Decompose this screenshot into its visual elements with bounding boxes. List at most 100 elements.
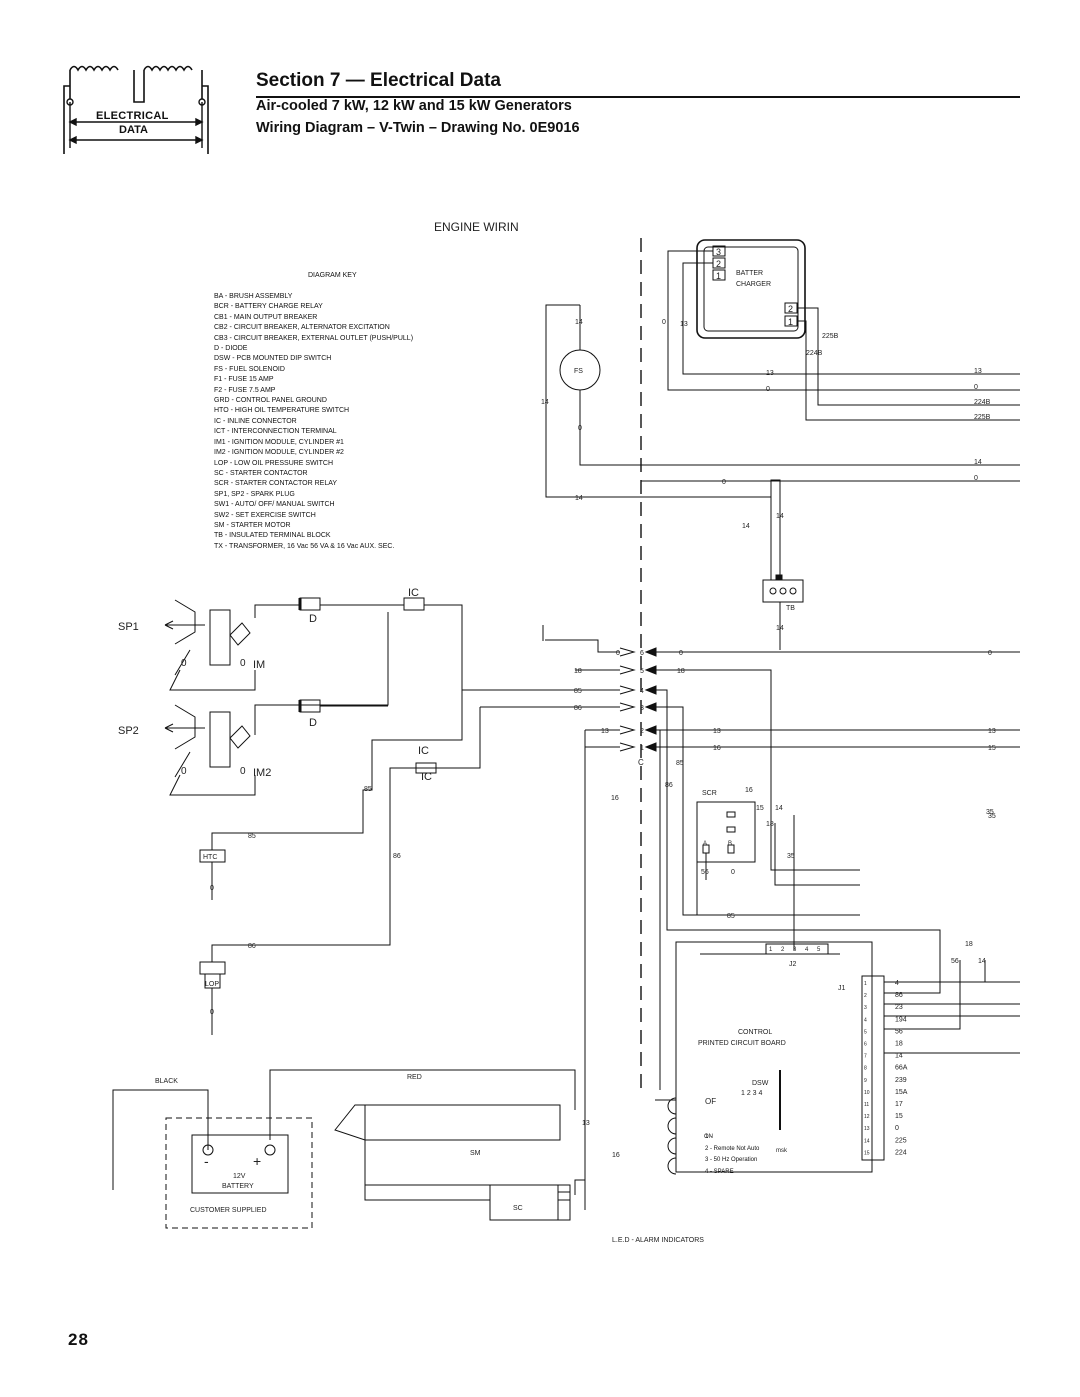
right-wire-label: 0 xyxy=(988,650,992,657)
j2-pin-label: 5 xyxy=(817,947,821,953)
right-wire-label: 35 xyxy=(988,813,996,820)
diagram-key-item: SC - STARTER CONTACTOR xyxy=(214,469,308,477)
inline-connector-3-label: IC xyxy=(421,771,432,783)
svg-text:224B: 224B xyxy=(806,350,823,357)
engine-wiring-title: ENGINE WIRIN xyxy=(434,220,519,234)
diagram-key-item: TB - INSULATED TERMINAL BLOCK xyxy=(214,532,331,540)
j2-pin-label: 3 xyxy=(793,947,797,953)
j1-wire-label: 225 xyxy=(895,1137,907,1144)
j1-pin-label: 5 xyxy=(864,1029,867,1035)
diagram-key-item: SM - STARTER MOTOR xyxy=(214,521,291,529)
svg-text:0: 0 xyxy=(766,386,770,393)
svg-text:18: 18 xyxy=(574,668,582,675)
battery-positive-wire: RED xyxy=(407,1074,422,1081)
j1-wire-label: 224 xyxy=(895,1149,907,1156)
starter-contactor-label: SC xyxy=(513,1205,523,1212)
j1-label: J1 xyxy=(838,985,846,992)
diagram-key-item: SW2 - SET EXERCISE SWITCH xyxy=(214,511,316,519)
svg-text:85: 85 xyxy=(676,760,684,767)
inline-connector-1-label: IC xyxy=(408,587,419,599)
svg-text:14: 14 xyxy=(575,495,583,502)
svg-text:3: 3 xyxy=(716,247,721,257)
diagram-key-item: FS - FUEL SOLENOID xyxy=(214,365,285,373)
svg-text:14: 14 xyxy=(776,513,784,520)
svg-text:A: A xyxy=(703,841,707,847)
diagram-key-item: IC - INLINE CONNECTOR xyxy=(214,417,297,425)
drawing-title: Wiring Diagram – V-Twin – Drawing No. 0E… xyxy=(256,120,580,136)
dip-legend-item: 4 - SPARE xyxy=(705,1169,734,1176)
right-wire-label: 14 xyxy=(974,459,982,466)
svg-text:B: B xyxy=(728,841,732,847)
svg-text:35: 35 xyxy=(787,853,795,860)
svg-text:2: 2 xyxy=(788,304,793,314)
dip-switch-numbers: 1 2 3 4 xyxy=(741,1090,763,1097)
svg-text:0: 0 xyxy=(578,425,582,432)
led-indicators-label: L.E.D - ALARM INDICATORS xyxy=(612,1237,704,1244)
dip-off-label: OF xyxy=(705,1097,716,1106)
svg-text:13: 13 xyxy=(680,321,688,328)
diagram-key-item: GRD - CONTROL PANEL GROUND xyxy=(214,397,327,405)
j1-pin-label: 4 xyxy=(864,1017,867,1023)
j1-pin-label: 7 xyxy=(864,1054,867,1060)
svg-text:18: 18 xyxy=(766,821,774,828)
diagram-key-item: SCR - STARTER CONTACTOR RELAY xyxy=(214,480,338,488)
dip-legend-item: 3 - 50 Hz Operation xyxy=(705,1157,758,1164)
j1-pin-label: 3 xyxy=(864,1005,867,1011)
diagram-key-title: DIAGRAM KEY xyxy=(308,272,357,279)
svg-text:16: 16 xyxy=(612,1152,620,1159)
svg-text:1: 1 xyxy=(716,271,721,281)
diode-2-label: D xyxy=(309,717,317,729)
fuel-solenoid-label: FS xyxy=(574,368,583,375)
connector-pin-label: 1 xyxy=(640,745,644,752)
j1-pin-label: 13 xyxy=(864,1126,870,1132)
svg-text:C: C xyxy=(638,758,644,767)
battery-charger-label: BATTER xyxy=(736,270,763,277)
diode-1-label: D xyxy=(309,613,317,625)
diagram-key-item: DSW - PCB MOUNTED DIP SWITCH xyxy=(214,355,332,363)
svg-text:0: 0 xyxy=(181,766,187,777)
diagram-key-item: CB1 - MAIN OUTPUT BREAKER xyxy=(214,313,318,321)
svg-text:-: - xyxy=(204,1153,209,1169)
j1-wire-label: 56 xyxy=(895,1028,903,1035)
battery-label: BATTERY xyxy=(222,1183,254,1190)
svg-text:35: 35 xyxy=(986,809,994,816)
j1-wire-label: 15 xyxy=(895,1113,903,1120)
ignition-module-2-label: IM2 xyxy=(253,767,271,779)
header-rule xyxy=(256,96,1020,98)
right-wire-label: 15 xyxy=(988,745,996,752)
svg-text:+: + xyxy=(253,1153,261,1169)
j1-wire-label: 194 xyxy=(895,1016,907,1023)
diagram-key-item: BA - BRUSH ASSEMBLY xyxy=(214,293,293,300)
j1-wire-label: 14 xyxy=(895,1053,903,1060)
svg-text:0: 0 xyxy=(662,319,666,326)
svg-text:0: 0 xyxy=(210,885,214,892)
dip-legend-item: 2 - Remote Not Auto xyxy=(705,1145,760,1152)
svg-text:86: 86 xyxy=(248,943,256,950)
battery-negative-wire: BLACK xyxy=(155,1078,178,1085)
diagram-key-item: LOP - LOW OIL PRESSURE SWITCH xyxy=(214,459,334,467)
svg-text:14: 14 xyxy=(978,958,986,965)
control-board-label-2: PRINTED CIRCUIT BOARD xyxy=(698,1040,786,1047)
starter-motor-label: SM xyxy=(470,1150,481,1157)
svg-text:13: 13 xyxy=(766,370,774,377)
right-wire-label: 13 xyxy=(988,728,996,735)
svg-text:msk: msk xyxy=(776,1148,788,1154)
spark-plug-2-label: SP2 xyxy=(118,725,139,737)
page-subtitle: Air-cooled 7 kW, 12 kW and 15 kW Generat… xyxy=(256,98,572,114)
inline-connector-2-label: IC xyxy=(418,745,429,757)
diagram-key-item: SP1, SP2 - SPARK PLUG xyxy=(214,490,295,498)
j1-pin-label: 11 xyxy=(864,1102,869,1108)
svg-text:0: 0 xyxy=(616,650,620,657)
right-wire-label: 0 xyxy=(974,475,978,482)
j1-wire-label: 0 xyxy=(895,1125,899,1132)
electrical-data-logo xyxy=(63,65,209,154)
connector-pin-label: 6 xyxy=(640,650,644,657)
dip-switch-label: DSW xyxy=(752,1080,769,1087)
connector-pin-label: 2 xyxy=(640,728,644,735)
j1-wire-label: 23 xyxy=(895,1004,903,1011)
j1-wire-label: 66A xyxy=(895,1065,908,1072)
svg-text:14: 14 xyxy=(775,805,783,812)
diagram-key-item: F1 - FUSE 15 AMP xyxy=(214,376,274,384)
diagram-key-item: ICT - INTERCONNECTION TERMINAL xyxy=(214,428,337,436)
diagram-key-item: SW1 - AUTO/ OFF/ MANUAL SWITCH xyxy=(214,501,335,509)
